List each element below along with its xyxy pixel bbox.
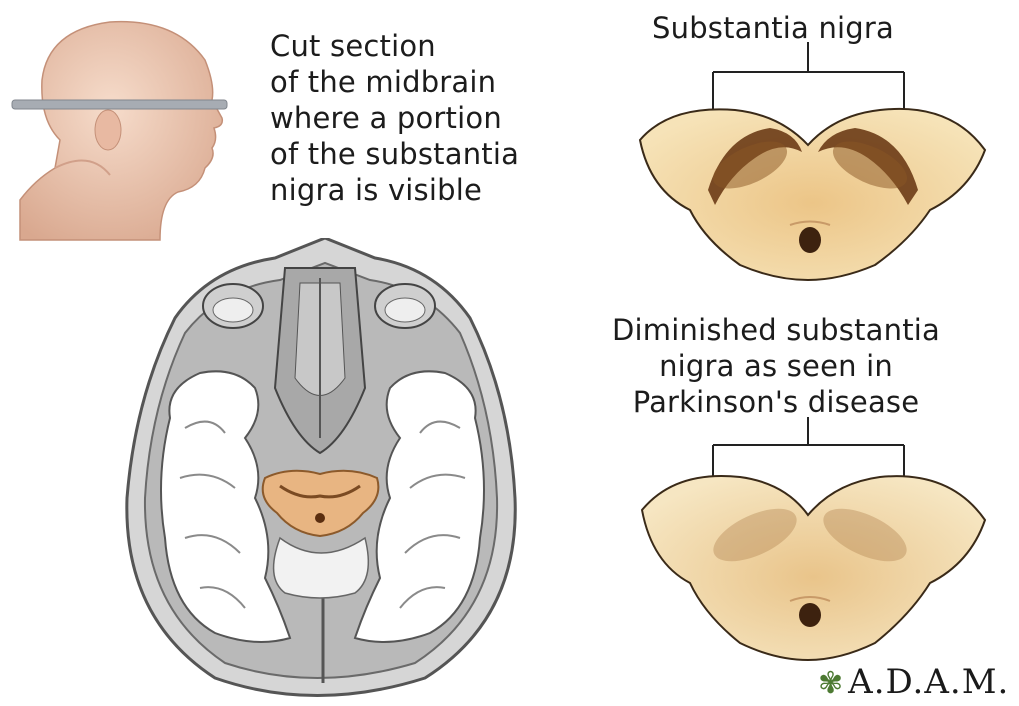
cut-section-caption: Cut section of the midbrain where a port…	[270, 28, 519, 208]
diminished-substantia-nigra-label: Diminished substantia nigra as seen in P…	[612, 312, 940, 420]
adam-logo: ✾A.D.A.M.	[818, 662, 1009, 702]
axial-brain-section	[115, 238, 535, 706]
head-profile-illustration	[0, 0, 250, 245]
diminished-midbrain-section	[630, 415, 1000, 665]
cut-plane-line	[12, 100, 227, 109]
normal-midbrain-section	[630, 40, 1000, 285]
leaf-icon: ✾	[818, 666, 844, 701]
